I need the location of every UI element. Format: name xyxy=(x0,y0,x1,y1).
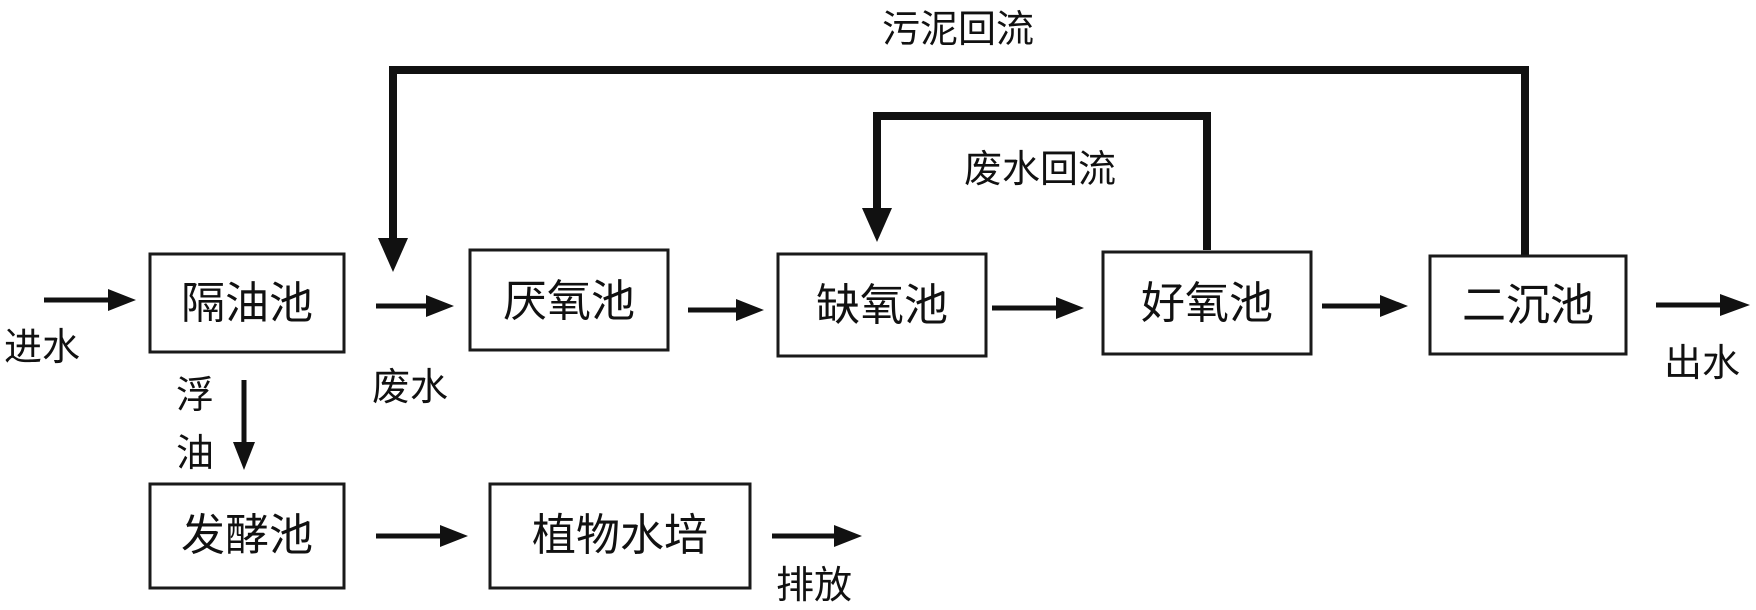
wastewater-label: 废水 xyxy=(372,365,448,409)
wastewater-return-line xyxy=(873,112,1211,250)
anoxic-tank-label: 缺氧池 xyxy=(816,280,948,331)
wastewater-return-label: 废水回流 xyxy=(964,147,1116,191)
inlet-label: 进水 xyxy=(4,325,80,369)
anoxic-tank-box: 缺氧池 xyxy=(776,252,988,358)
oil-separation-tank-label: 隔油池 xyxy=(181,278,313,329)
anoxic-to-aerobic-arrowhead xyxy=(1056,297,1084,319)
floating-oil-arrowhead xyxy=(233,442,255,470)
fermentation-tank-label: 发酵池 xyxy=(181,510,313,561)
aerobic-to-sedimentation-arrowhead xyxy=(1380,295,1408,317)
wastewater-arrowhead xyxy=(426,295,454,317)
fermentation-tank-box: 发酵池 xyxy=(148,482,346,590)
inlet-arrowhead xyxy=(108,289,136,311)
outlet-arrowhead xyxy=(1720,294,1750,316)
anaerobic-tank-label: 厌氧池 xyxy=(503,276,635,327)
aerobic-tank-box: 好氧池 xyxy=(1101,250,1313,356)
secondary-sedimentation-tank-box: 二沉池 xyxy=(1428,254,1628,356)
plant-hydroponics-box: 植物水培 xyxy=(488,482,752,590)
sludge-return-label: 污泥回流 xyxy=(882,7,1034,51)
floating-oil-label-bottom: 油 xyxy=(176,431,214,475)
floating-oil-label-top: 浮 xyxy=(176,373,214,417)
sludge-return-arrowhead xyxy=(378,238,408,272)
fermentation-to-hydroponics-arrowhead xyxy=(440,525,468,547)
discharge-label: 排放 xyxy=(776,563,852,607)
aerobic-tank-label: 好氧池 xyxy=(1141,278,1273,329)
plant-hydroponics-label: 植物水培 xyxy=(532,510,708,561)
outlet-label: 出水 xyxy=(1664,341,1740,385)
secondary-sedimentation-tank-label: 二沉池 xyxy=(1462,280,1594,331)
oil-separation-tank-box: 隔油池 xyxy=(148,252,346,354)
anaerobic-to-anoxic-arrowhead xyxy=(736,299,764,321)
wastewater-return-arrowhead xyxy=(862,208,892,242)
discharge-arrowhead xyxy=(834,525,862,547)
sludge-return-line xyxy=(389,66,1529,256)
anaerobic-tank-box: 厌氧池 xyxy=(468,248,670,352)
